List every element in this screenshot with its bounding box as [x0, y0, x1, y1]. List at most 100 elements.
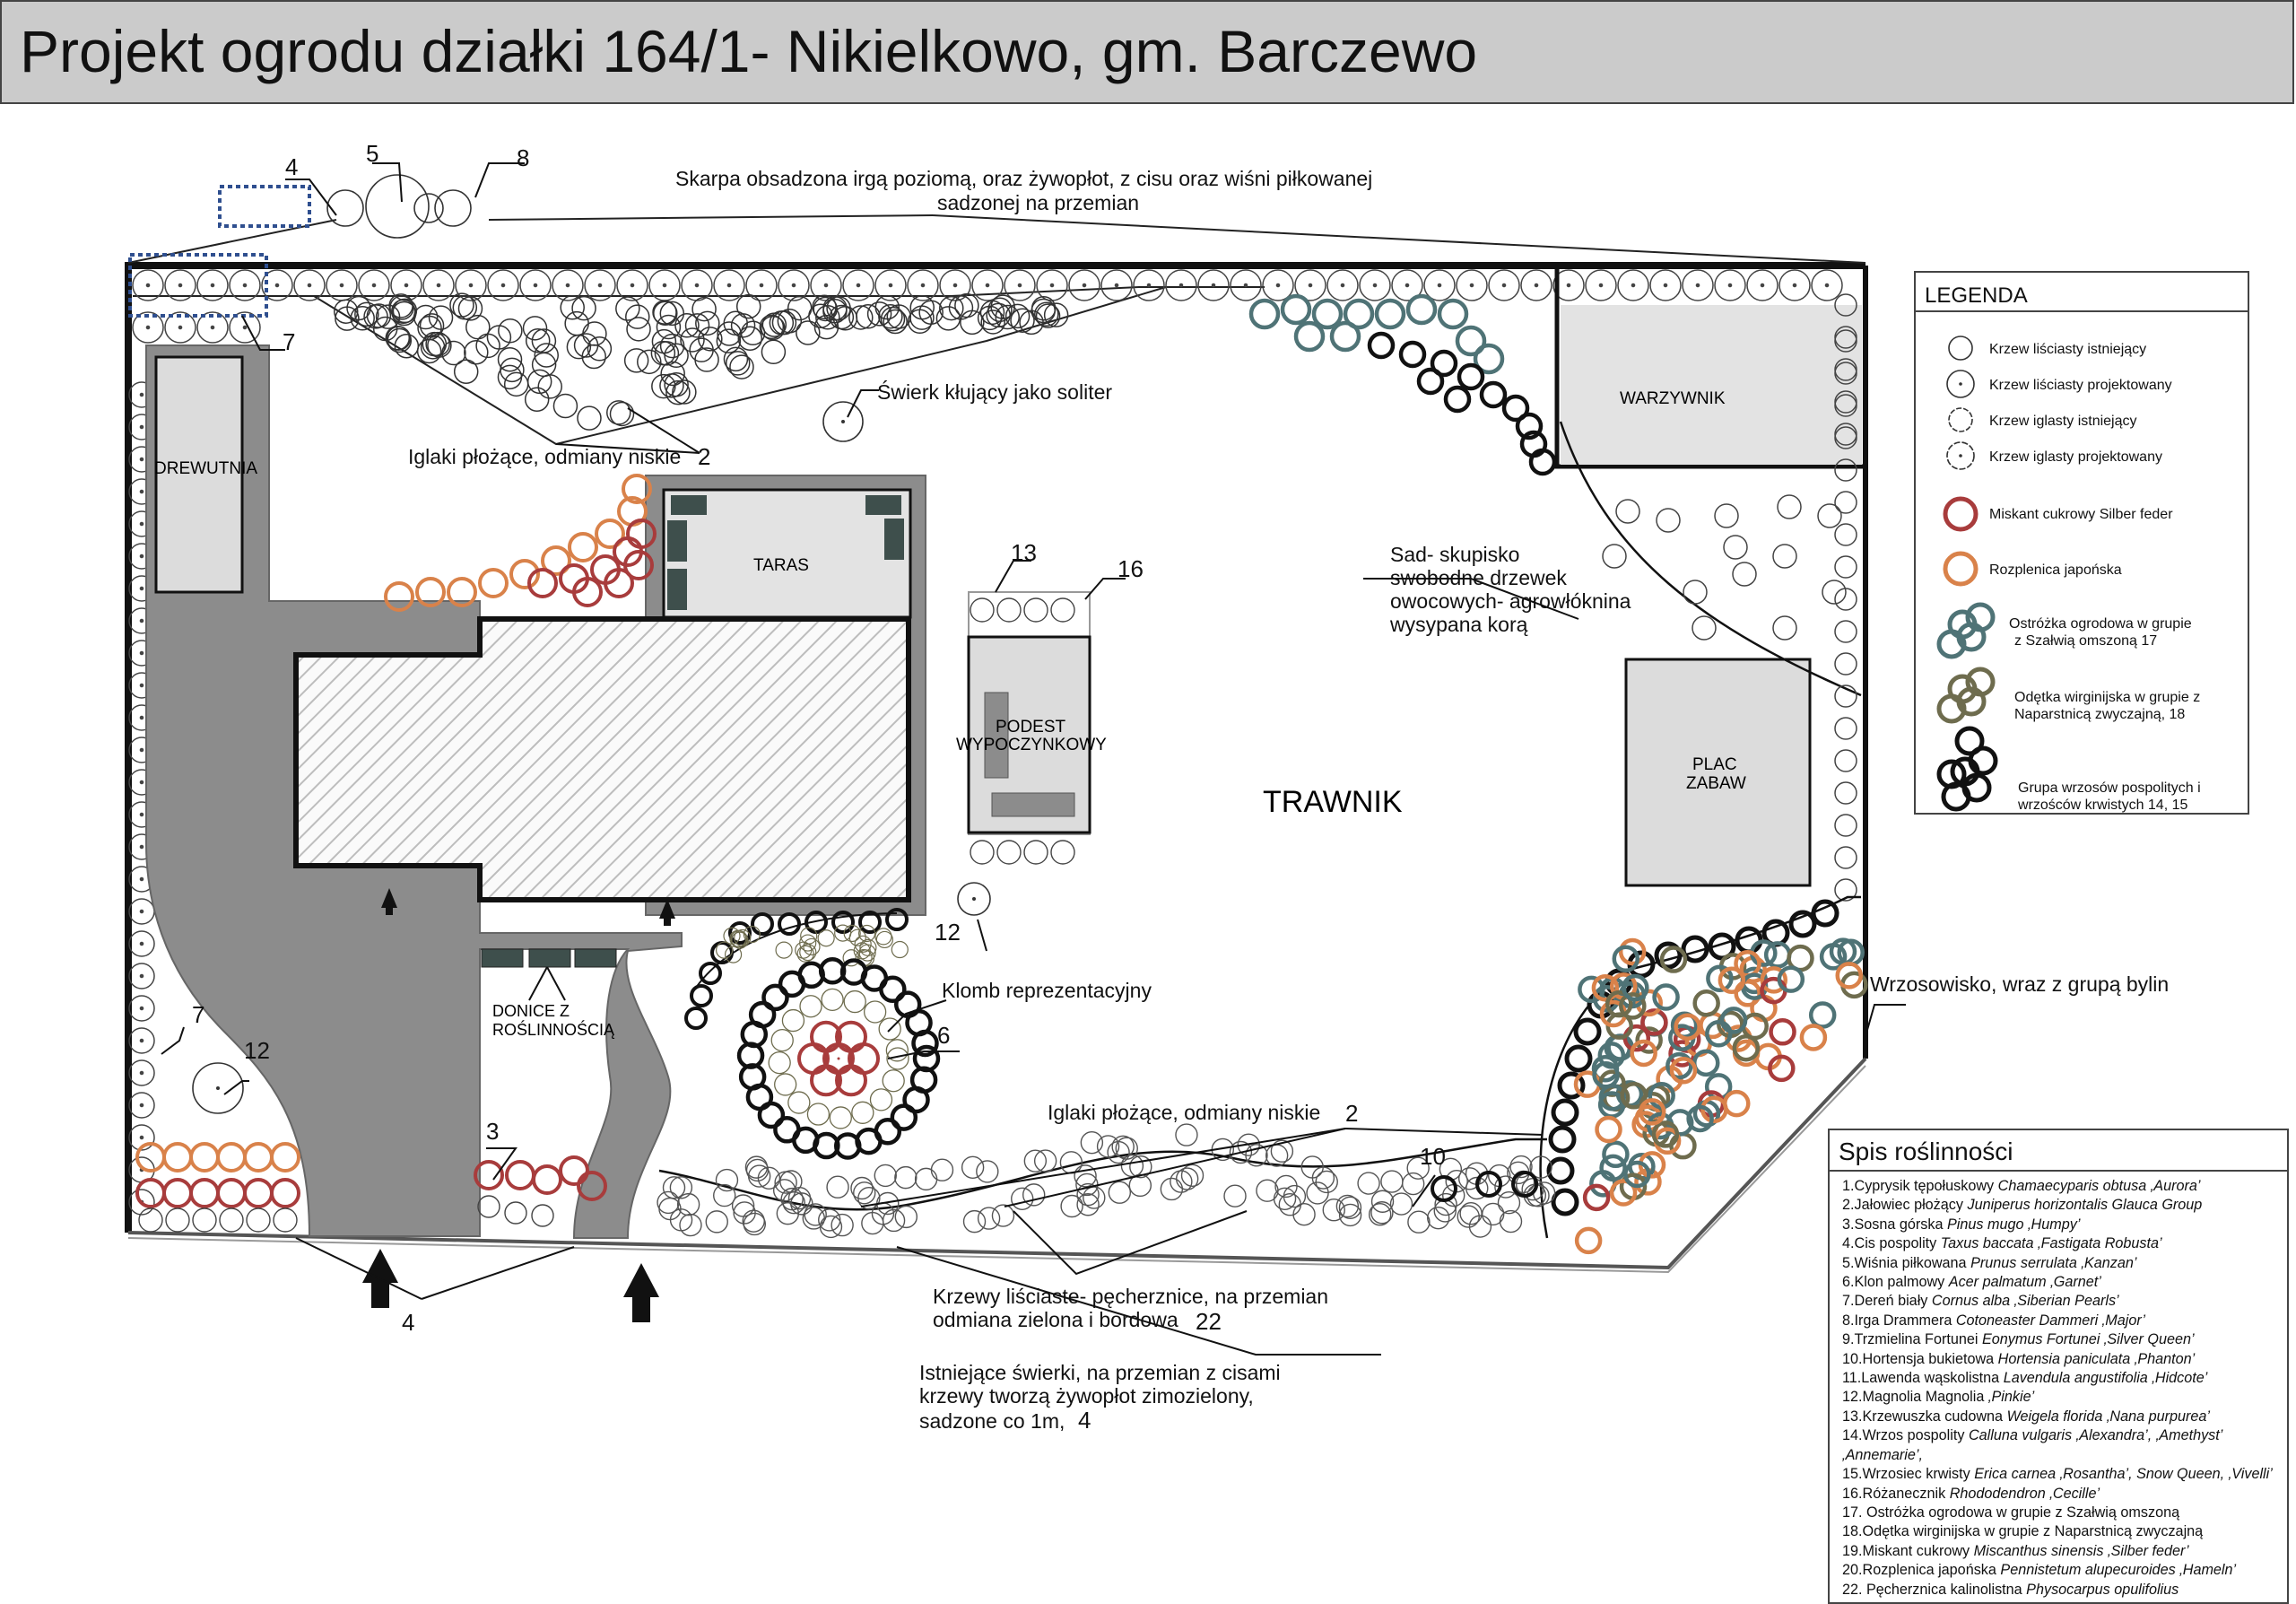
number-2-bottom: 2 — [1345, 1100, 1358, 1127]
plant-symbol — [1111, 1135, 1135, 1158]
orchard-note-3: owocowych- agrowłóknina — [1390, 589, 1631, 613]
plant-symbol — [684, 1007, 708, 1030]
plant-symbol — [1609, 1179, 1638, 1207]
plant-symbol — [778, 269, 810, 301]
plant-symbol — [1022, 1183, 1046, 1207]
plant-symbol — [366, 303, 392, 328]
legend-item-11: Grupa wrzosów pospolitych i — [2018, 780, 2201, 796]
plant-symbol — [1605, 989, 1633, 1018]
plant-symbol — [1834, 390, 1857, 414]
plant-symbol — [803, 937, 821, 956]
plant-symbol — [128, 1189, 155, 1216]
plant-symbol — [293, 269, 326, 301]
entrance-arrow — [381, 888, 675, 926]
plant-symbol — [1367, 331, 1396, 360]
plant-symbol — [787, 1091, 811, 1114]
planter-label-2: ROŚLINNOŚCIĄ — [492, 1020, 615, 1039]
plant-symbol — [1834, 717, 1857, 740]
planter-pots — [481, 948, 617, 968]
plant-symbol — [1329, 320, 1361, 353]
plant-symbol — [1686, 1104, 1714, 1133]
top-detail-plants — [128, 174, 472, 318]
plant-center — [139, 812, 144, 817]
plant-symbol — [1374, 298, 1406, 330]
plant-symbol — [772, 1179, 796, 1202]
plant-symbol — [939, 295, 964, 321]
plant-symbol — [869, 1088, 893, 1111]
planter-label-1: DONICE Z — [492, 1002, 570, 1020]
plant-symbol — [1368, 1203, 1392, 1226]
orchard-line — [1559, 421, 1862, 697]
plant-symbol — [1010, 308, 1035, 333]
plant-symbol — [568, 532, 598, 562]
species-item: 14.Wrzos pospolity Calluna vulgaris ‚Ale… — [1842, 1427, 2222, 1463]
plant-symbol — [164, 269, 196, 301]
orchard-note-4: wysypana korą — [1389, 613, 1528, 636]
plant-symbol — [1651, 1120, 1680, 1148]
plant-symbol — [604, 568, 634, 598]
plant-symbol — [745, 269, 778, 301]
plant-symbol — [1023, 597, 1048, 623]
plant-symbol — [650, 340, 676, 366]
plant-symbol — [808, 303, 833, 328]
plant-center — [139, 650, 144, 656]
plant-symbol — [1649, 269, 1682, 301]
plant-symbol — [1437, 298, 1469, 330]
plant-symbol — [1595, 1115, 1622, 1144]
plant-symbol — [625, 304, 650, 329]
plant-center — [139, 941, 144, 946]
plant-symbol — [584, 269, 616, 301]
plant-symbol — [524, 387, 550, 412]
plant-center — [500, 283, 506, 288]
plant-symbol — [857, 924, 876, 943]
plant-symbol — [505, 1160, 535, 1190]
plant-symbol — [1311, 298, 1344, 330]
plant-symbol — [768, 1050, 791, 1075]
plant-center — [139, 554, 144, 559]
plant-symbol — [1035, 303, 1061, 328]
plant-symbol — [389, 295, 414, 320]
plant-center — [823, 283, 829, 288]
plant-symbol — [1811, 899, 1839, 928]
plant-symbol — [595, 519, 625, 549]
plant-symbol — [1129, 1155, 1152, 1179]
plant-symbol — [713, 269, 745, 301]
plant-symbol — [419, 313, 445, 338]
plant-symbol — [1706, 964, 1734, 992]
plant-symbol — [626, 317, 651, 342]
legend-item-7: Ostróżka ogrodowa w grupie — [2009, 616, 2192, 632]
woodshed — [154, 355, 244, 594]
plant-symbol — [1635, 989, 1663, 1017]
leader-lines — [161, 162, 1906, 1356]
plant-symbol — [1457, 362, 1485, 391]
plant-symbol — [1175, 1123, 1198, 1146]
species-items: 1.Cyprysik tępołuskowy Chamaecyparis obt… — [1842, 1177, 2283, 1600]
plant-symbol — [1834, 326, 1857, 349]
playground — [1624, 658, 1812, 887]
plant-center — [139, 521, 144, 527]
plant-symbol — [229, 269, 261, 301]
plant-symbol — [674, 313, 700, 338]
plant-symbol — [802, 1207, 825, 1230]
plant-symbol — [1274, 1174, 1298, 1199]
plant-symbol — [1482, 1202, 1505, 1226]
plant-symbol — [705, 1210, 728, 1234]
plant-symbol — [731, 931, 749, 949]
plant-symbol — [1229, 1140, 1253, 1164]
plant-symbol — [729, 354, 754, 379]
plant-center — [1178, 283, 1184, 288]
plant-symbol — [724, 946, 743, 963]
plant-symbol — [1004, 269, 1036, 301]
plant-center — [242, 325, 248, 330]
plant-symbol — [894, 1205, 918, 1229]
number-5-top: 5 — [366, 140, 378, 167]
plant-symbol — [522, 316, 548, 341]
plant-symbol — [1455, 325, 1487, 357]
plant-symbol — [1557, 1071, 1586, 1100]
plant-symbol — [760, 315, 786, 341]
plant-symbol — [831, 1213, 854, 1237]
legend-item-8: z Szałwią omszoną 17 — [2014, 633, 2157, 649]
plant-symbol — [991, 1204, 1015, 1227]
plant-symbol — [907, 269, 939, 301]
plant-symbol — [335, 306, 360, 331]
